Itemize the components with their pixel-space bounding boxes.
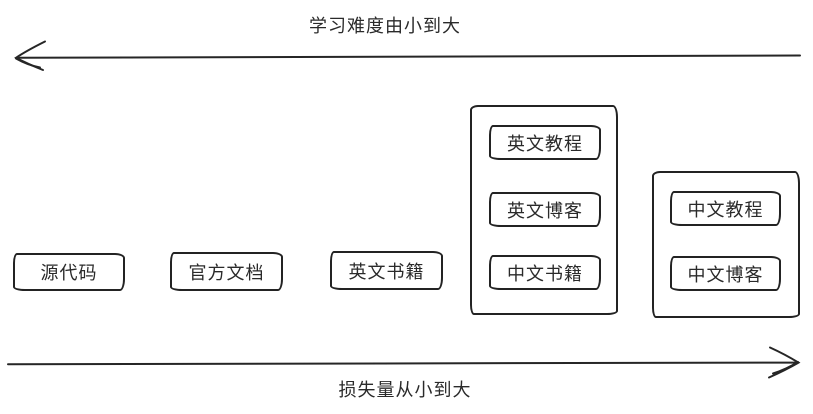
node-chinese-tutorials: 中文教程 bbox=[670, 191, 781, 226]
group-english-tutorials-blogs-cn-books: 英文教程 英文博客 中文书籍 bbox=[470, 105, 618, 315]
node-chinese-books: 中文书籍 bbox=[489, 255, 601, 290]
node-english-blogs: 英文博客 bbox=[489, 192, 601, 227]
difficulty-arrow-left-icon bbox=[14, 40, 801, 71]
node-label: 官方文档 bbox=[188, 262, 265, 283]
node-label: 英文教程 bbox=[507, 133, 583, 154]
node-chinese-blogs: 中文博客 bbox=[670, 256, 781, 291]
difficulty-axis-label: 学习难度由小到大 bbox=[309, 16, 461, 36]
node-english-books: 英文书籍 bbox=[330, 251, 443, 290]
loss-arrow-right-icon bbox=[7, 346, 801, 379]
node-label: 中文书籍 bbox=[507, 263, 583, 284]
node-label: 中文教程 bbox=[687, 199, 764, 220]
loss-axis-label: 损失量从小到大 bbox=[338, 380, 472, 400]
node-official-docs: 官方文档 bbox=[170, 252, 283, 291]
node-label: 中文博客 bbox=[687, 264, 764, 285]
node-label: 源代码 bbox=[40, 263, 98, 283]
node-source-code: 源代码 bbox=[13, 253, 125, 291]
group-chinese-tutorials-blogs: 中文教程 中文博客 bbox=[652, 171, 800, 318]
node-label: 英文书籍 bbox=[348, 261, 425, 282]
node-english-tutorials: 英文教程 bbox=[489, 125, 601, 160]
node-label: 英文博客 bbox=[507, 200, 583, 221]
